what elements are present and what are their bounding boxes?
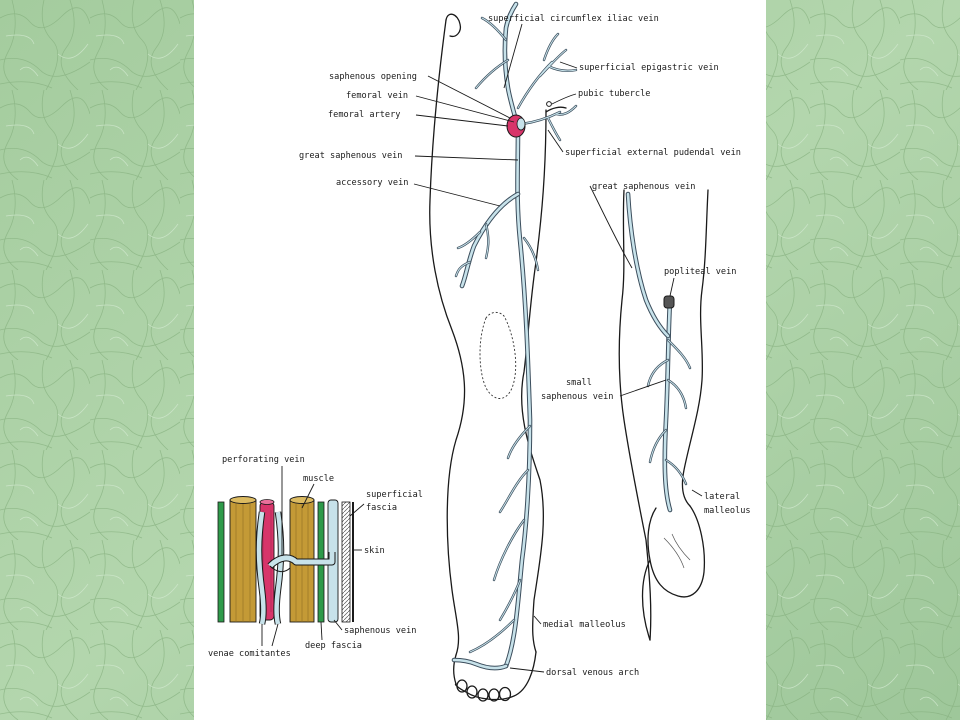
label-superficial-fascia-line2: fascia [366, 503, 397, 513]
back-leg-labels: great saphenous vein popliteal vein smal… [541, 182, 751, 516]
label-perforating-vein: perforating vein [222, 455, 305, 465]
label-medial-malleolus: medial malleolus [543, 620, 626, 630]
cross-section-labels: perforating vein muscle superficial fasc… [208, 455, 423, 659]
label-great-saphenous-vein: great saphenous vein [299, 151, 402, 161]
popliteal-vein-stub [663, 295, 675, 309]
label-superficial-circumflex-iliac-vein: superficial circumflex iliac vein [488, 14, 659, 24]
label-superficial-external-pudendal-vein: superficial external pudendal vein [565, 148, 741, 158]
fascia-bar-left [217, 501, 225, 623]
femoral-vein-lumen [516, 117, 526, 131]
label-dorsal-venous-arch: dorsal venous arch [546, 668, 639, 678]
label-lateral-malleolus-line2: malleolus [704, 506, 751, 516]
label-deep-fascia: deep fascia [305, 641, 362, 651]
label-skin: skin [364, 546, 385, 556]
label-femoral-artery: femoral artery [328, 110, 400, 120]
label-pubic-tubercle: pubic tubercle [578, 89, 650, 99]
main-leg-labels: superficial circumflex iliac vein superf… [299, 14, 741, 678]
label-saphenous-opening: saphenous opening [329, 72, 417, 82]
skin-layer [341, 501, 351, 623]
label-accessory-vein: accessory vein [336, 178, 408, 188]
label-femoral-vein: femoral vein [346, 91, 408, 101]
label-small-saphenous-line1: small [566, 378, 592, 388]
label-superficial-fascia-line1: superficial [366, 490, 423, 500]
label-superficial-epigastric-vein: superficial epigastric vein [579, 63, 719, 73]
label-popliteal-vein: popliteal vein [664, 267, 736, 277]
label-back-great-saphenous-vein: great saphenous vein [592, 182, 695, 192]
diagram-panel [194, 0, 766, 720]
label-small-saphenous-line2: saphenous vein [541, 392, 613, 402]
label-lateral-malleolus-line1: lateral [704, 492, 740, 502]
pubic-tubercle-marker [546, 101, 552, 107]
label-muscle: muscle [303, 474, 334, 484]
label-saphenous-vein: saphenous vein [344, 626, 416, 636]
label-venae-comitantes: venae comitantes [208, 649, 291, 659]
skin-edge [352, 502, 354, 622]
back-leg-figure [618, 189, 709, 641]
cross-section-inset [217, 496, 354, 625]
main-leg-figure [429, 1, 578, 702]
toes [456, 679, 512, 702]
